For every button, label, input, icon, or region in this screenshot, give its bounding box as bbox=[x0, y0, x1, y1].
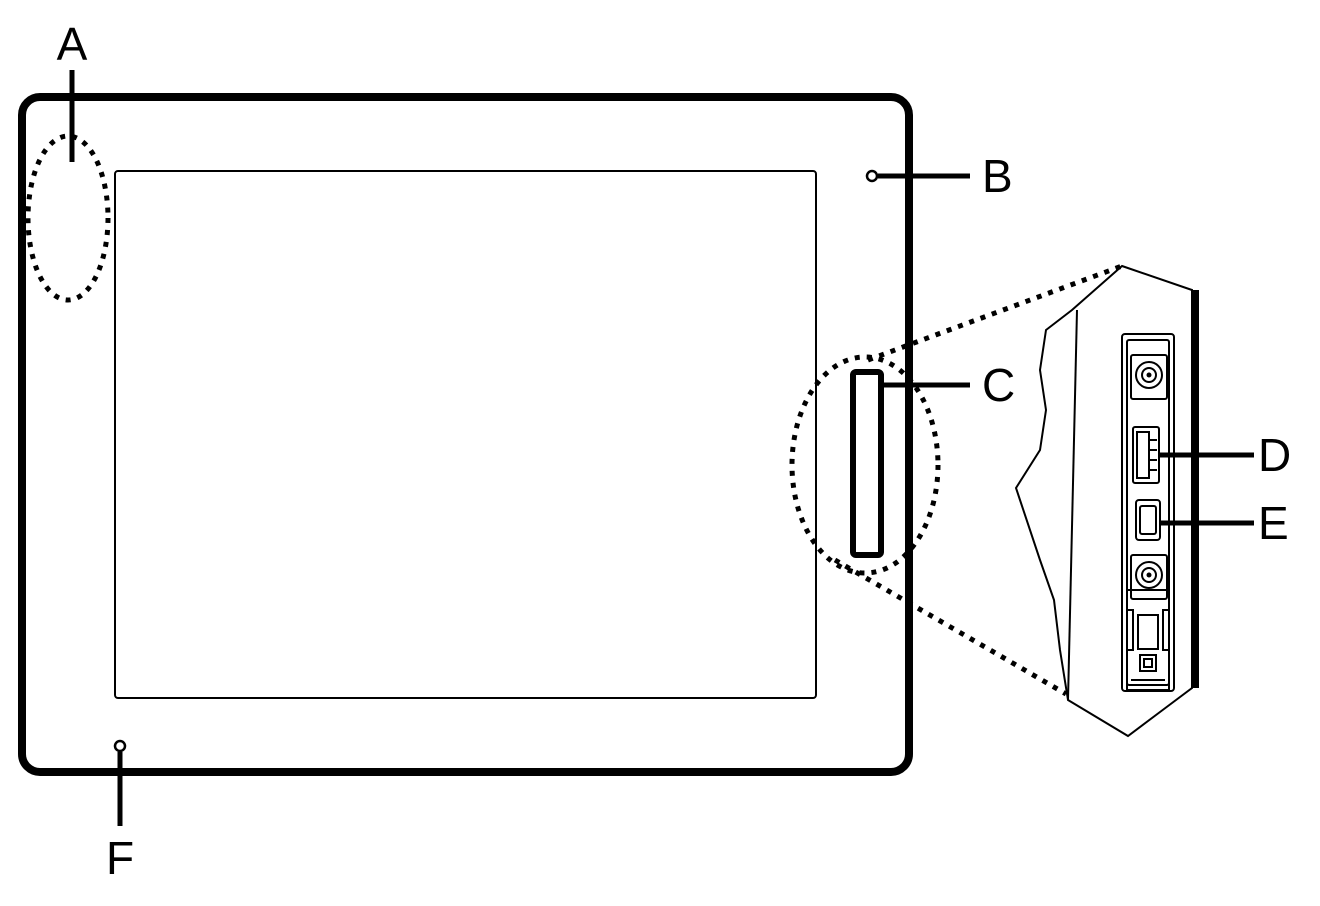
screw-housing-bottom bbox=[1130, 554, 1168, 600]
callout-e-group: E bbox=[1160, 497, 1289, 549]
callout-b-group: B bbox=[865, 150, 1013, 202]
port-panel-inner bbox=[1126, 339, 1170, 686]
latch-lock-inner bbox=[1143, 658, 1153, 668]
screw-top-icon bbox=[1135, 361, 1163, 389]
callout-label-d: D bbox=[1258, 429, 1291, 481]
callout-d-group: D bbox=[1160, 429, 1291, 481]
callout-label-e: E bbox=[1258, 497, 1289, 549]
region-a-ellipse bbox=[25, 133, 111, 303]
screw-housing-top bbox=[1130, 354, 1168, 400]
screw-top-inner bbox=[1141, 367, 1157, 383]
screw-bottom-center bbox=[1146, 572, 1152, 578]
callout-a-group: A bbox=[25, 18, 111, 303]
zoom-projection-bottom bbox=[833, 557, 1068, 697]
sensor-f-circle bbox=[113, 739, 127, 753]
side-detail-view bbox=[1014, 264, 1199, 738]
port-d-outline bbox=[1132, 426, 1160, 484]
latch-body bbox=[1126, 589, 1170, 691]
callout-c-group: C bbox=[880, 359, 1015, 411]
zoom-ellipse bbox=[789, 354, 941, 576]
tablet-screen bbox=[114, 170, 817, 699]
latch-lock bbox=[1139, 654, 1157, 672]
callout-label-a: A bbox=[57, 18, 88, 70]
detail-torn-outline bbox=[1014, 264, 1193, 738]
port-e-outline bbox=[1135, 499, 1161, 541]
screw-bottom-icon bbox=[1135, 561, 1163, 589]
tablet-front-view bbox=[18, 93, 913, 776]
callout-label-c: C bbox=[982, 359, 1015, 411]
screw-bottom-inner bbox=[1141, 567, 1157, 583]
screw-top-center bbox=[1146, 372, 1152, 378]
callout-label-f: F bbox=[106, 832, 134, 884]
callout-f-group: F bbox=[106, 739, 134, 884]
port-e-inner bbox=[1139, 505, 1157, 535]
sensor-b-circle bbox=[865, 169, 879, 183]
zoom-projection-top bbox=[867, 263, 1123, 363]
side-slot bbox=[850, 369, 884, 558]
latch-slot bbox=[1137, 614, 1159, 650]
callout-label-b: B bbox=[982, 150, 1013, 202]
port-d-inner bbox=[1136, 431, 1150, 479]
detail-edge-inner bbox=[1067, 309, 1078, 701]
zoom-indicator bbox=[789, 263, 1123, 697]
tablet-bezel bbox=[18, 93, 913, 776]
